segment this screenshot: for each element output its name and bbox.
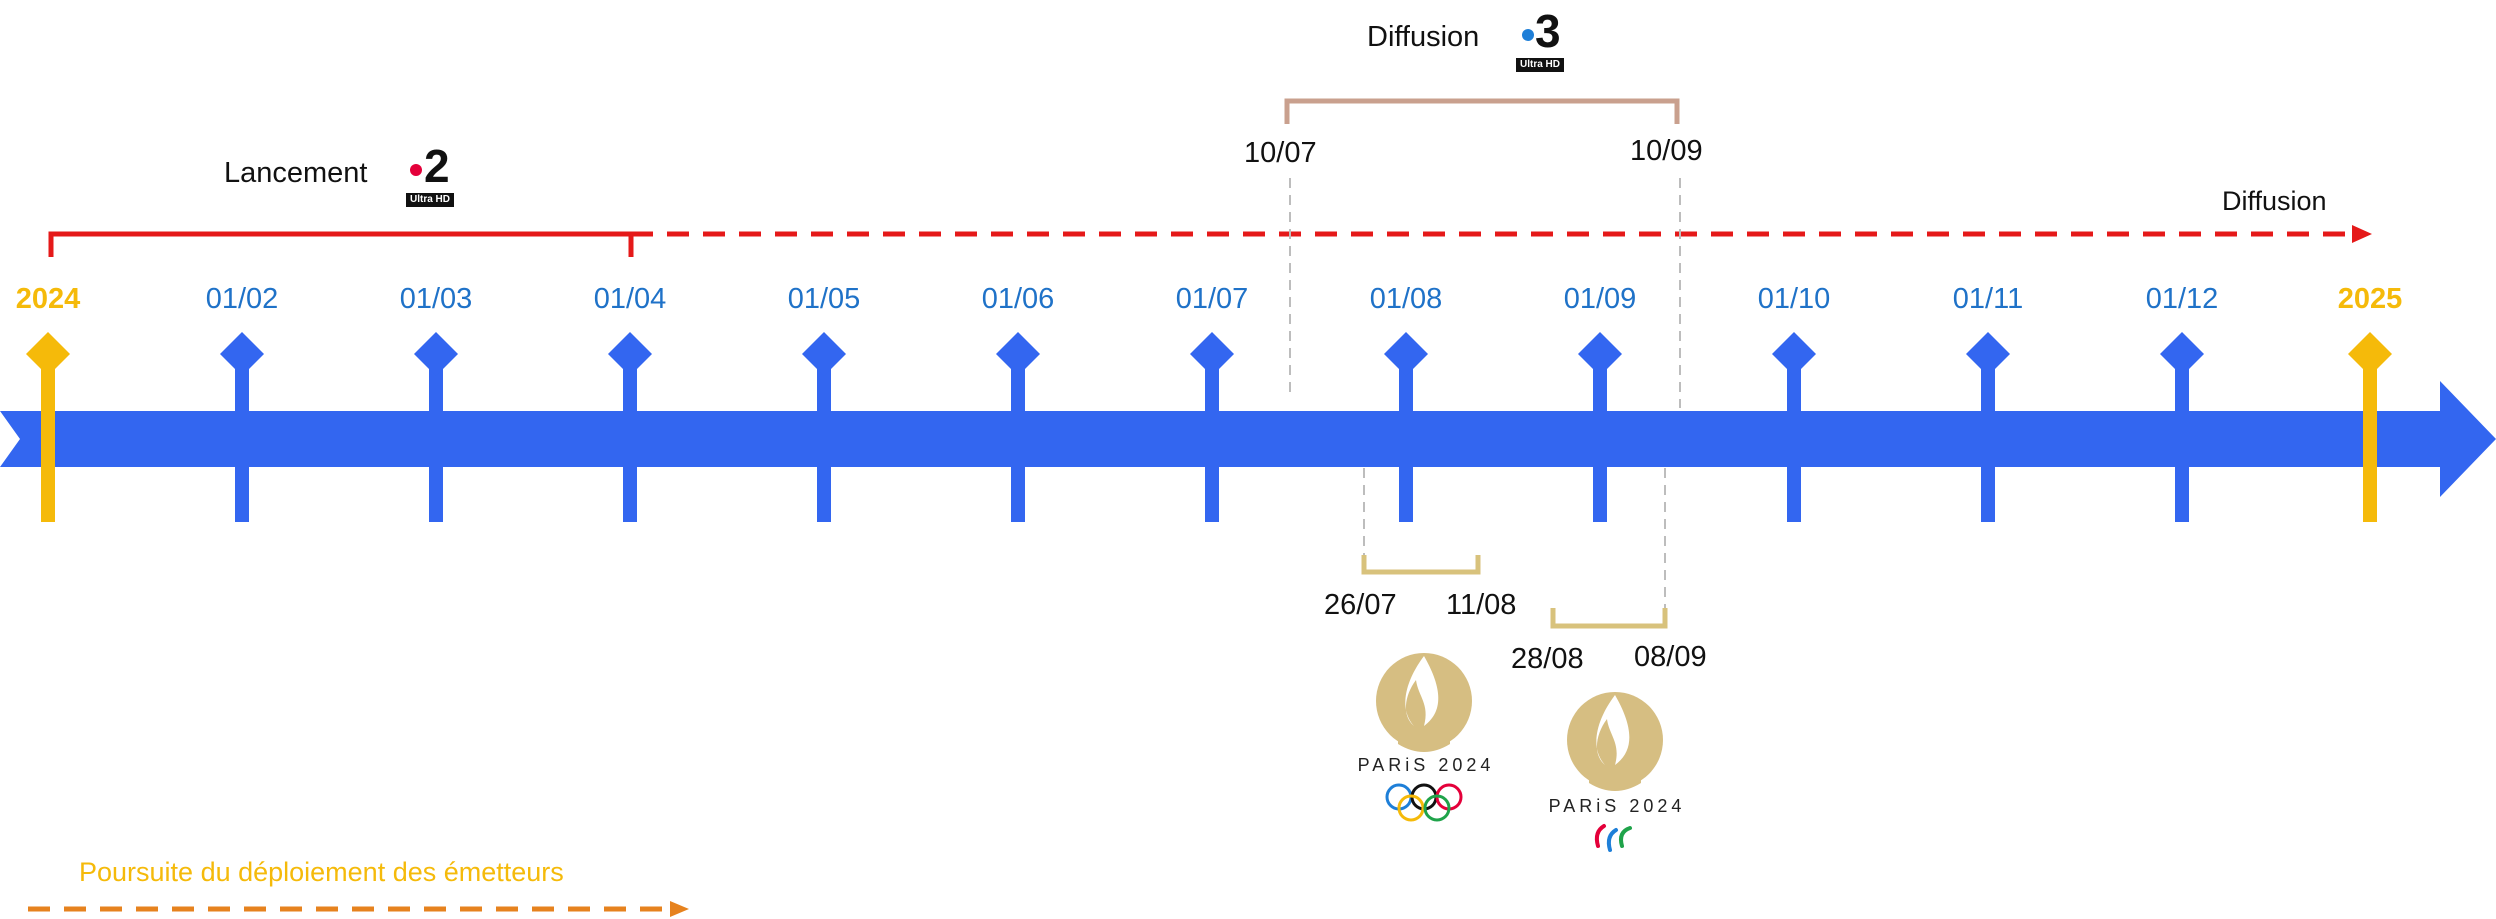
tick-01-02-stem — [235, 360, 249, 522]
deployment-legend-arrowhead — [670, 901, 689, 917]
france2-diffusion-arrowhead — [2352, 225, 2372, 243]
tick-01-03-stem — [429, 360, 443, 522]
france2-dot-icon — [410, 164, 422, 176]
month-label: 01/08 — [1369, 283, 1443, 315]
tick-01-10-diamond — [1772, 332, 1816, 376]
france3-diffusion-label: Diffusion — [1367, 21, 1480, 53]
month-label: 01/02 — [205, 283, 279, 315]
olympics-start-date: 26/07 — [1324, 589, 1397, 621]
france2-launch-label: Lancement — [224, 157, 368, 189]
year-label-start: 2024 — [15, 283, 81, 315]
month-label: 01/06 — [981, 283, 1055, 315]
timeline-axis-arrow — [0, 381, 2496, 497]
timeline-ticks — [26, 332, 2392, 522]
month-label: 01/12 — [2145, 283, 2219, 315]
paralympics-wordmark: PARiS 2024 — [1548, 796, 1686, 816]
france3-channel-number: 3 — [1535, 5, 1561, 57]
tick-01-09-diamond — [1578, 332, 1622, 376]
olympics-end-date: 11/08 — [1446, 589, 1517, 621]
tick-01-08-diamond — [1384, 332, 1428, 376]
tick-01-04-stem — [623, 360, 637, 522]
tick-01-08-stem — [1399, 360, 1413, 522]
month-label: 01/10 — [1757, 283, 1831, 315]
france3-logo: 3 Ultra HD — [1512, 8, 1570, 78]
tick-2025-diamond — [2348, 332, 2392, 376]
deployment-legend-label: Poursuite du déploiement des émetteurs — [79, 857, 564, 887]
tick-01-07-stem — [1205, 360, 1219, 522]
month-label: 01/07 — [1175, 283, 1249, 315]
france2-ultra-hd-badge: Ultra HD — [406, 193, 455, 207]
agitos-icon — [1594, 824, 1632, 852]
month-label: 01/11 — [1952, 283, 2024, 315]
france2-channel-number: 2 — [424, 140, 450, 192]
tick-01-05-stem — [817, 360, 831, 522]
france2-launch-bracket — [48, 231, 634, 257]
olympics-bracket — [1361, 555, 1481, 575]
month-label: 01/09 — [1563, 283, 1637, 315]
paris-2024-paralympics-emblem — [1567, 692, 1663, 791]
tick-01-05-diamond — [802, 332, 846, 376]
tick-01-06-stem — [1011, 360, 1025, 522]
france3-diffusion-bracket — [1284, 98, 1680, 124]
tick-2025-stem — [2363, 360, 2377, 522]
france3-start-date: 10/07 — [1244, 137, 1317, 169]
tick-01-12-stem — [2175, 360, 2189, 522]
tick-01-03-diamond — [414, 332, 458, 376]
tick-2024-stem — [41, 360, 55, 522]
tick-01-06-diamond — [996, 332, 1040, 376]
paralympics-bracket — [1550, 608, 1668, 629]
paris-2024-olympics-emblem — [1376, 653, 1472, 752]
tick-01-02-diamond — [220, 332, 264, 376]
month-label: 01/05 — [787, 283, 861, 315]
paralympics-start-date: 28/08 — [1511, 643, 1584, 675]
paralympics-end-date: 08/09 — [1634, 641, 1707, 673]
tick-01-04-diamond — [608, 332, 652, 376]
tick-01-07-diamond — [1190, 332, 1234, 376]
tick-01-11-stem — [1981, 360, 1995, 522]
olympics-wordmark: PARiS 2024 — [1357, 755, 1495, 775]
france3-ultra-hd-badge: Ultra HD — [1516, 58, 1565, 72]
tick-01-11-diamond — [1966, 332, 2010, 376]
month-label: 01/03 — [399, 283, 473, 315]
month-label: 01/04 — [593, 283, 667, 315]
tick-01-09-stem — [1593, 360, 1607, 522]
france2-diffusion-label: Diffusion — [2222, 186, 2327, 216]
france3-dot-icon — [1522, 29, 1534, 41]
tick-01-12-diamond — [2160, 332, 2204, 376]
france3-end-date: 10/09 — [1630, 135, 1703, 167]
year-label-end: 2025 — [2337, 283, 2403, 315]
tick-01-10-stem — [1787, 360, 1801, 522]
tick-2024-diamond — [26, 332, 70, 376]
france2-logo: 2 Ultra HD — [404, 143, 462, 213]
olympic-rings-icon — [1385, 783, 1463, 822]
